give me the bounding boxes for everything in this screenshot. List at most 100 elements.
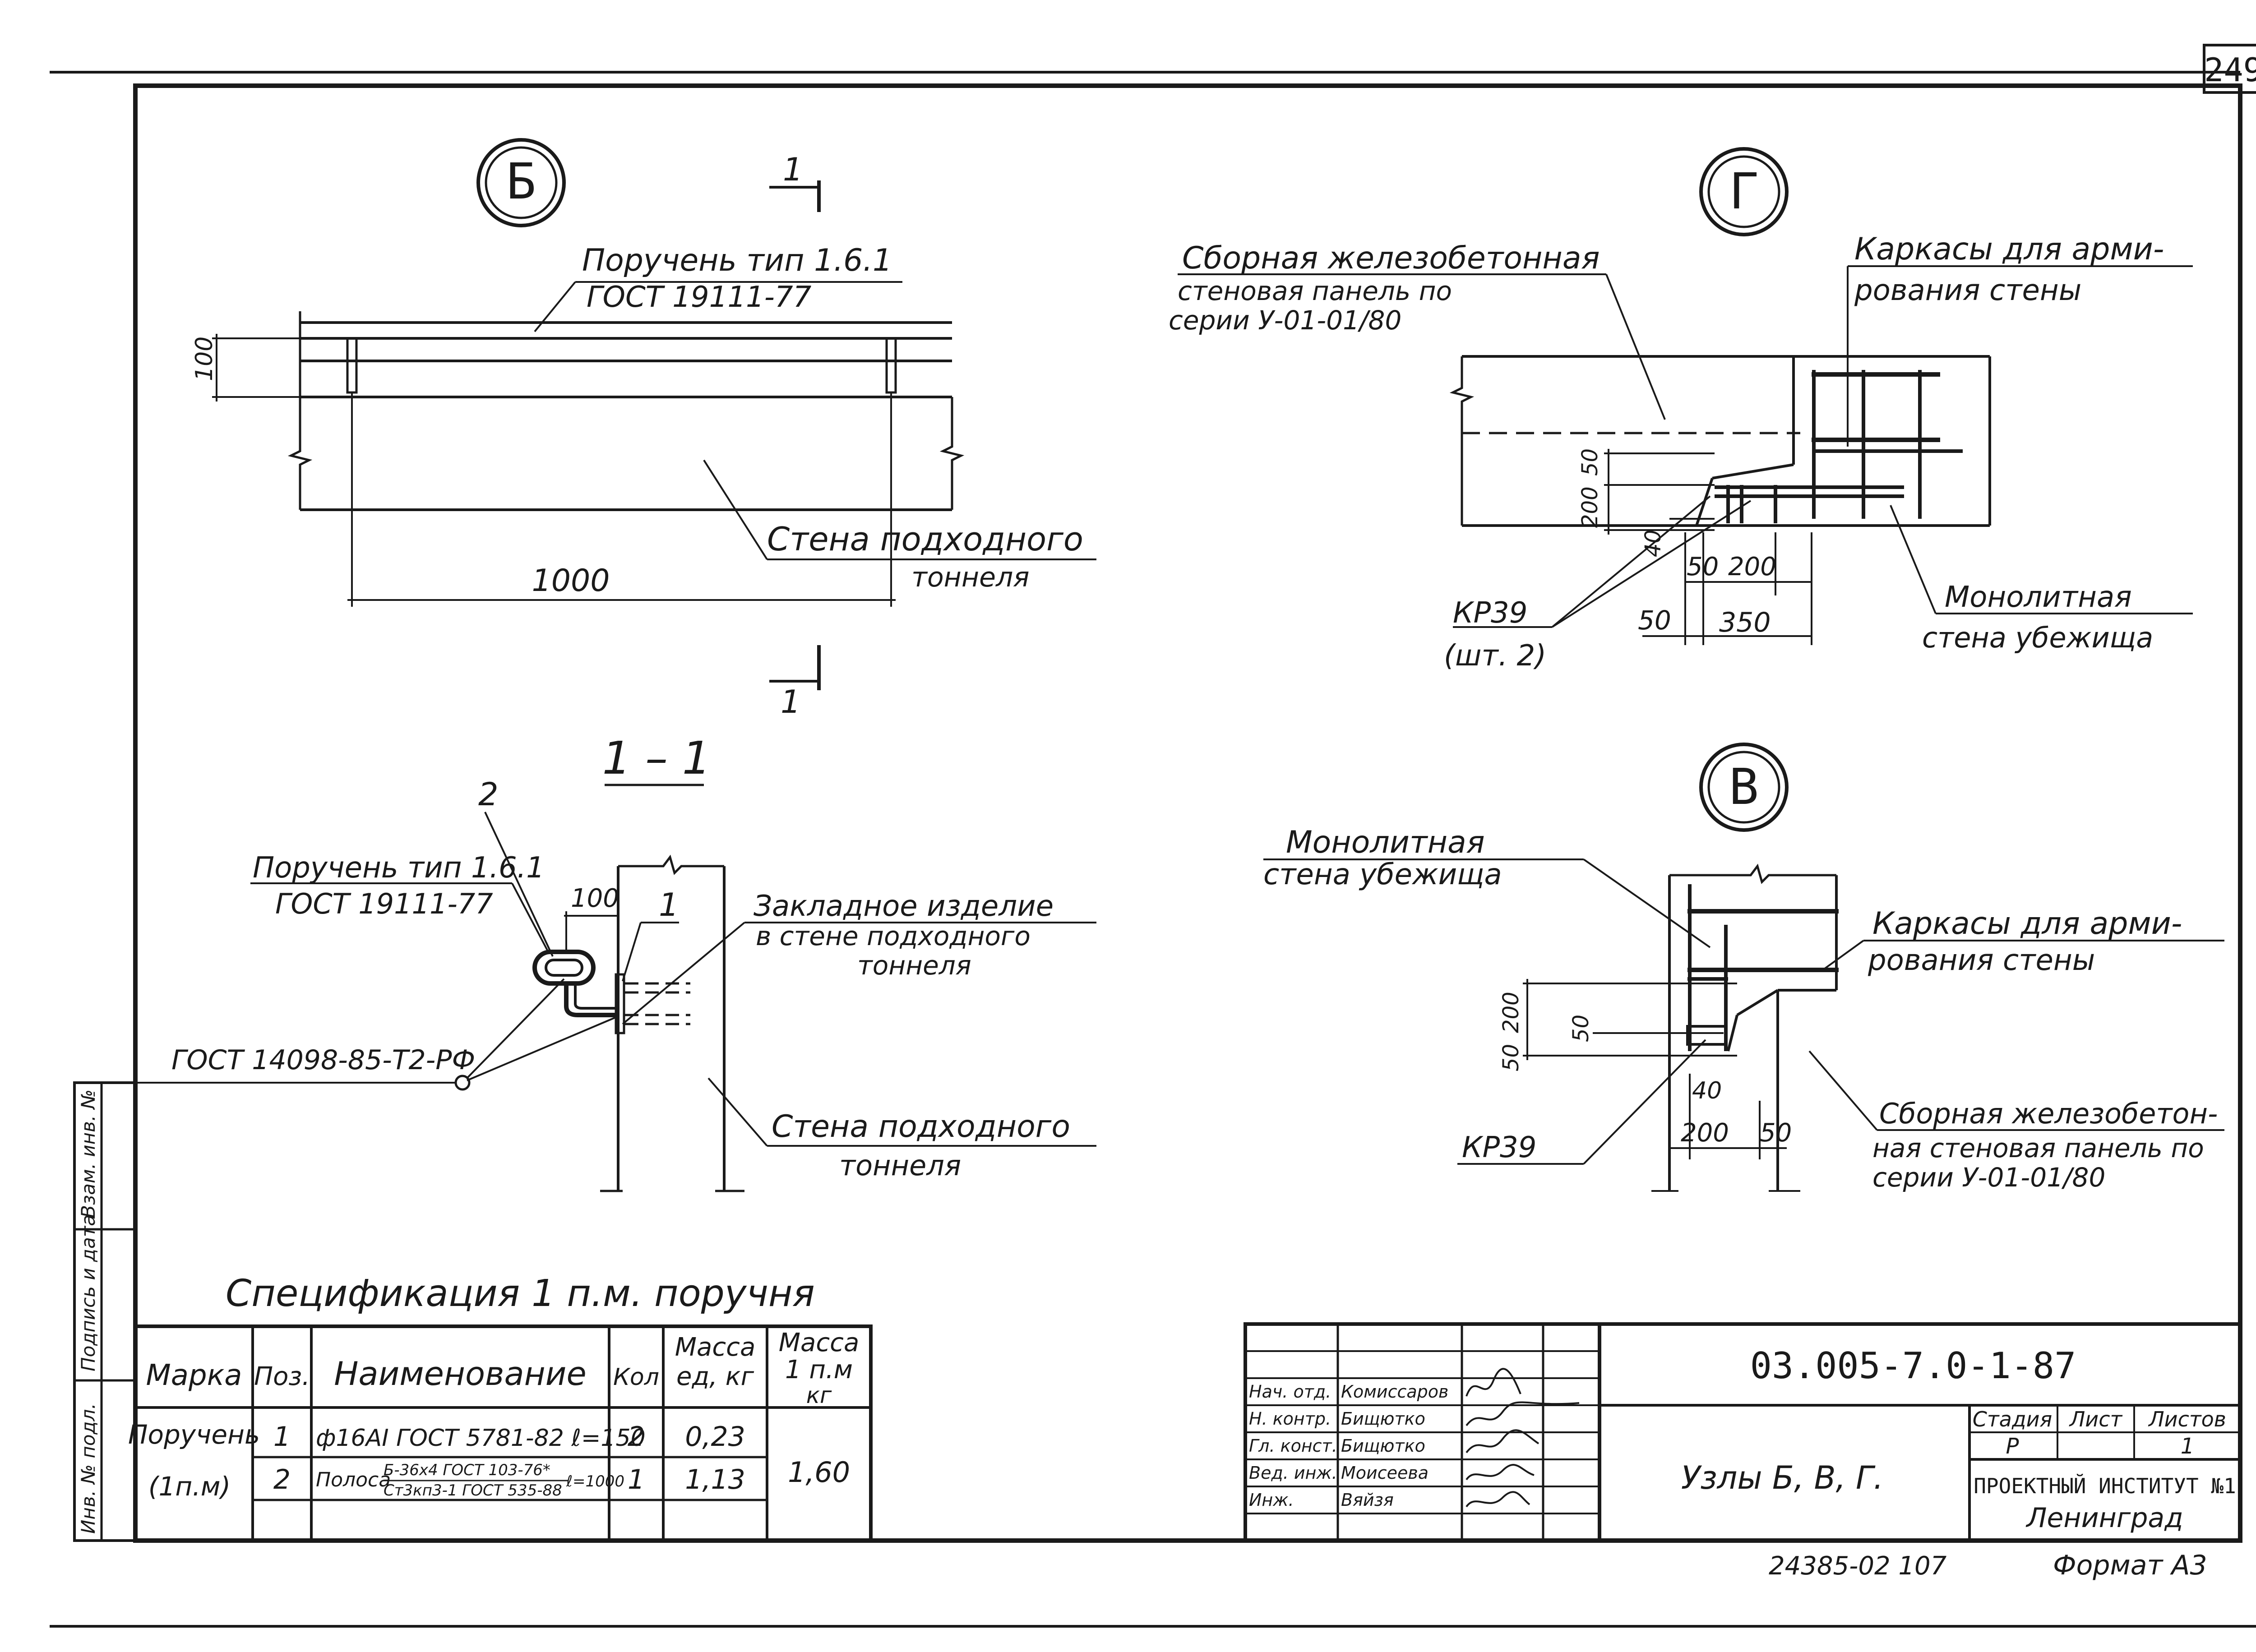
person-role: Вед. инж. [1249,1463,1337,1483]
spec-row2-qty: 1 [628,1464,645,1495]
section-weld-label: ГОСТ 14098-85-Т2-РФ [171,1044,475,1076]
node-g: Г Сборная железобетонная стеновая панель… [1169,147,2193,673]
people-list: Нач. отд. Комиссаров Н. контр. Бищютко Г… [1249,1382,1448,1510]
spec-row1-pos: 1 [273,1421,291,1453]
section-embed-label-1: Закладное изделие [754,890,1054,923]
node-v-dim-200a: 200 [1498,992,1524,1033]
person-name: Вяйзя [1341,1490,1394,1510]
spec-header-mass-unit-2: ед, кг [676,1362,754,1391]
node-g-dim-50c: 50 [1638,605,1671,636]
person-role: Гл. конст. [1249,1436,1337,1456]
node-v-dim-50c: 50 [1760,1118,1792,1148]
spec-header-mass-pm-2: 1 п.м [785,1355,853,1384]
person-name: Комиссаров [1341,1382,1448,1402]
node-g-marker: Г [1729,162,1759,220]
spec-header-name: Наименование [334,1355,587,1393]
section-rail-label-2: ГОСТ 19111-77 [275,887,493,920]
spec-row2-mass: 1,13 [685,1464,745,1495]
table-row: 2 Полоса Б-36х4 ГОСТ 103-76* Ст3кп3-1 ГО… [273,1461,745,1500]
spec-row2-name-c: Ст3кп3-1 ГОСТ 535-88 [384,1481,562,1500]
node-g-dim-350: 350 [1719,607,1771,638]
spec-mark-1: Поручень [128,1419,260,1450]
node-b: Б 1 1 100 1000 [191,138,1096,720]
node-b-marker: Б [506,152,536,210]
section-rail-label-1: Поручень тип 1.6.1 [253,851,545,885]
spec-header-qty: Кол [613,1364,659,1391]
node-v-dim-50b: 50 [1568,1015,1594,1042]
node-g-cage-label-2: рования стены [1854,274,2081,307]
spec-row2-name-a: Полоса [316,1468,391,1491]
sheet-frame: 249 [50,44,2256,1628]
node-g-panel-label-2: стеновая панель по [1178,276,1452,306]
spec-row2-pos: 2 [273,1464,291,1495]
section-dim-100: 100 [571,884,619,913]
org-city: Ленинград [2025,1502,2183,1534]
sheet-format: Формат А3 [2053,1550,2207,1581]
node-g-kr-label: КР39 [1453,596,1527,630]
side-inv-replace: Взам. инв. № [77,1089,99,1218]
person-role: Нач. отд. [1249,1382,1331,1402]
section-1-1: 1 – 1 100 2 1 Поручень тип 1.6.1 ГОСТ 19… [135,732,1096,1192]
org-name: ПРОЕКТНЫЙ ИНСТИТУТ №1 [1974,1474,2236,1498]
spec-header-mass-unit-1: Масса [675,1333,756,1362]
node-b-dim-height: 100 [191,337,218,381]
node-v-dim-200b: 200 [1681,1118,1729,1148]
section-mark-top: 1 [783,151,803,188]
inventory-number: 24385-02 107 [1769,1551,1947,1581]
spec-table: Спецификация 1 п.м. поручня Марка Поз. Н… [128,1272,873,1542]
spec-total-mass: 1,60 [788,1456,850,1489]
sheet-footer: 24385-02 107 Формат А3 [1769,1550,2207,1581]
table-row: 1 ф16АI ГОСТ 5781-82 ℓ=150 2 0,23 [273,1421,745,1453]
doc-code: 03.005-7.0-1-87 [1750,1345,2076,1387]
spec-header-mass-pm-3: кг [806,1382,832,1408]
node-v-marker: В [1729,758,1759,816]
sheets-header: Листов [2148,1407,2226,1431]
sheet-number: 249 [2204,51,2256,89]
node-g-mono-label-1: Монолитная [1945,581,2132,614]
spec-header-mass-pm-1: Масса [779,1328,860,1357]
node-g-dim-50b: 50 [1687,552,1719,581]
doc-sheet-title: Узлы Б, В, Г. [1681,1459,1883,1496]
node-v: В Монолитная стена убежища 200 50 [1263,743,2224,1193]
node-b-rail-label-2: ГОСТ 19111-77 [587,281,812,314]
side-sign-date: Подпись и дата [77,1214,99,1371]
node-g-mono-label-2: стена убежища [1922,621,2153,654]
node-v-panel-label-3: серии У-01-01/80 [1872,1162,2105,1193]
section-wall-label-2: тоннеля [839,1149,961,1182]
node-v-mono-label-1: Монолитная [1286,825,1485,860]
node-g-dim-50a: 50 [1577,448,1603,476]
person-name: Бищютко [1341,1409,1425,1429]
section-mark-bottom: 1 [781,683,801,720]
spec-row1-qty: 2 [628,1421,645,1453]
node-v-cages [1686,884,1839,1051]
node-v-dim-40: 40 [1692,1077,1722,1104]
node-g-panel-label-3: серии У-01-01/80 [1169,305,1401,336]
node-g-dim-200a: 200 [1577,486,1603,528]
node-g-dim-200b: 200 [1728,552,1776,581]
node-v-panel-label-2: ная стеновая панель по [1872,1133,2204,1163]
node-g-cage-label-1: Каркасы для арми- [1854,231,2164,267]
node-v-kr-label: КР39 [1462,1131,1536,1164]
spec-header-pos: Поз. [254,1362,310,1391]
node-g-panel-label-1: Сборная железобетонная [1182,240,1600,276]
node-g-cages [1715,370,1963,523]
side-stamp: Взам. инв. № Подпись и дата Инв. № подл. [73,1081,137,1542]
section-embed-label-3: тоннеля [857,950,971,981]
node-v-cage-label-1: Каркасы для арми- [1872,906,2182,941]
sheets-value: 1 [2181,1434,2195,1459]
person-role: Н. контр. [1249,1409,1331,1429]
section-embed-label-2: в стене подходного [756,921,1031,951]
side-inv-orig: Инв. № подл. [77,1403,99,1534]
title-block: 03.005-7.0-1-87 Узлы Б, В, Г. Стадия Лис… [1244,1322,2242,1542]
spec-title: Спецификация 1 п.м. поручня [226,1272,815,1315]
stage-value: Р [2006,1434,2019,1459]
spec-row1-mass: 0,23 [685,1421,745,1453]
section-pos2: 2 [478,776,499,813]
node-b-rail-label-1: Поручень тип 1.6.1 [582,243,892,278]
node-v-dim-50a: 50 [1498,1044,1524,1071]
node-v-cage-label-2: рования стены [1868,944,2095,977]
node-b-dim-length: 1000 [532,563,610,599]
section-pos1: 1 [659,886,679,923]
person-role: Инж. [1249,1490,1294,1510]
